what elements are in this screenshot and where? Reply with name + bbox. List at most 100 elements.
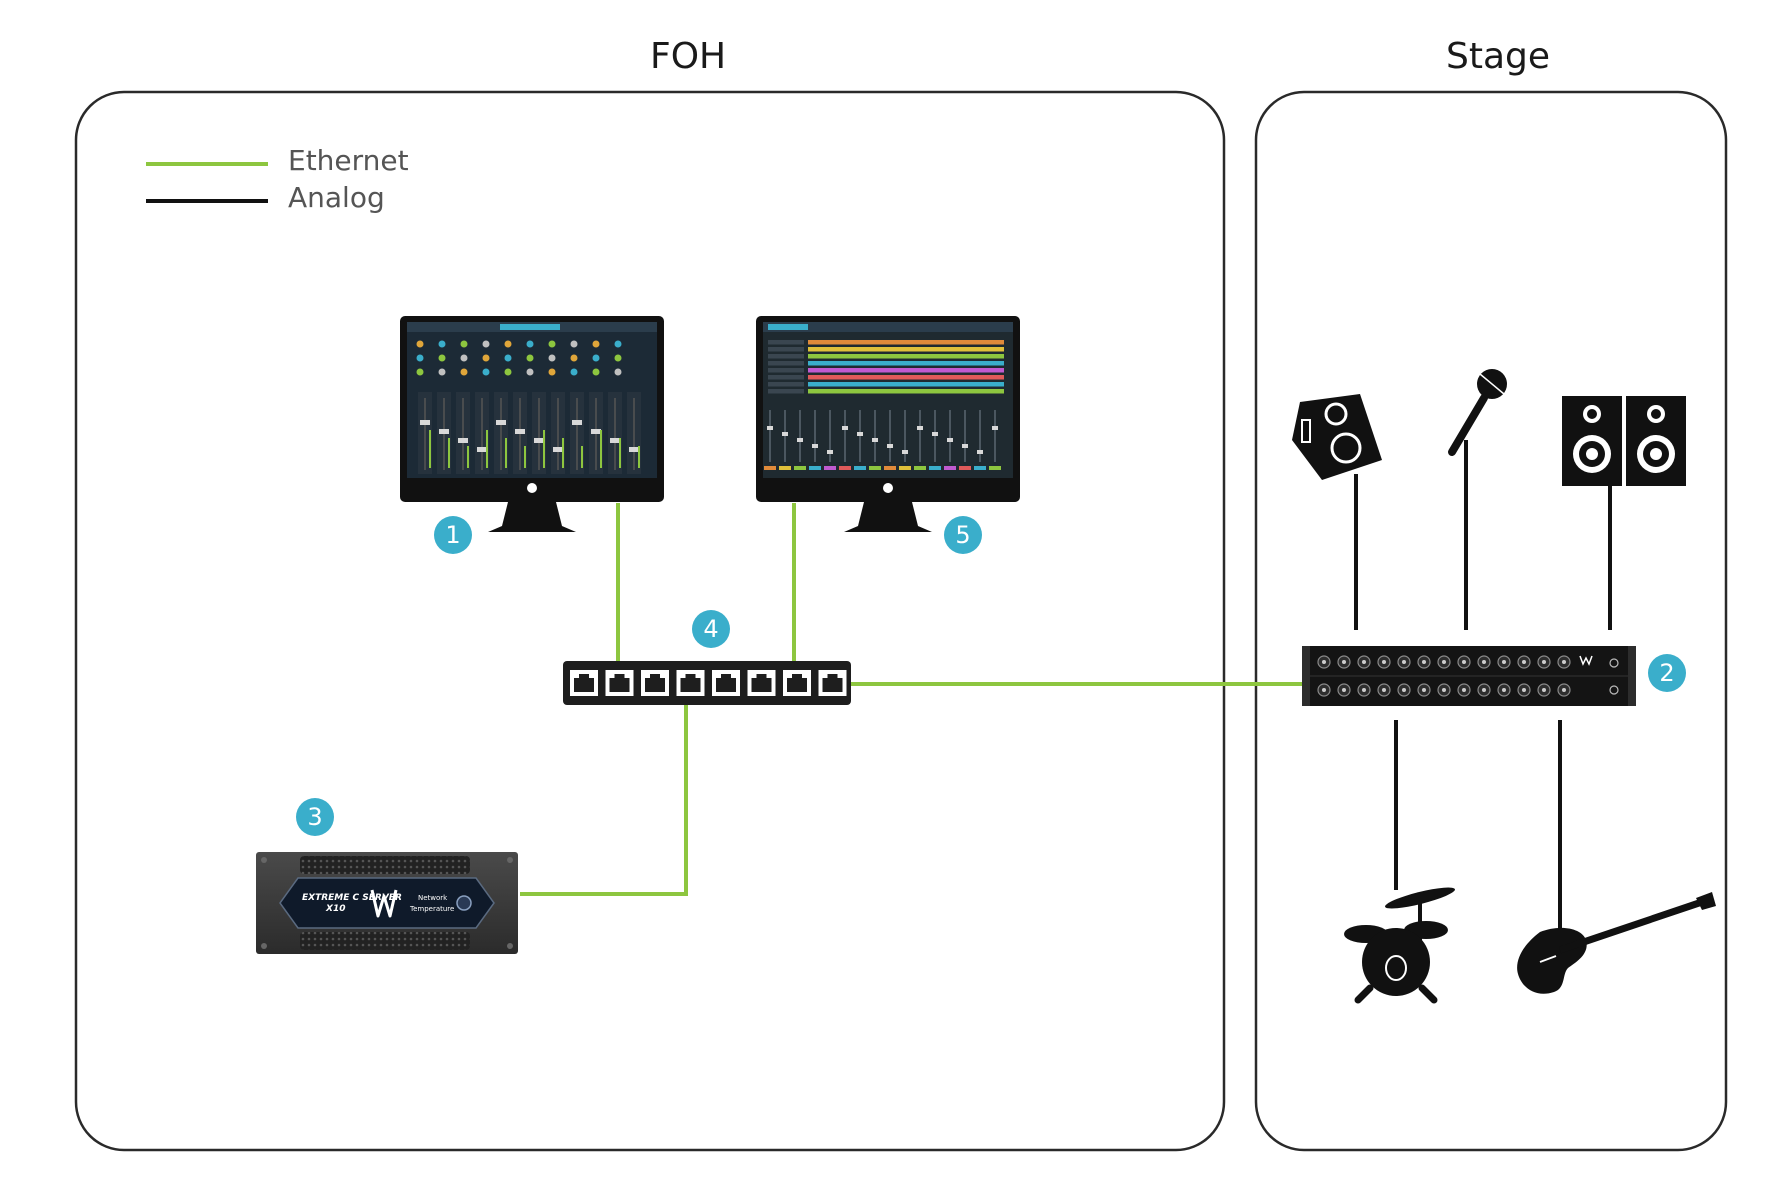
foh-section-title: FOH xyxy=(650,36,727,77)
fader-channel-icon xyxy=(475,392,489,474)
xlr-jack-icon xyxy=(1477,683,1491,697)
fader-channel-icon xyxy=(437,392,451,474)
mixer-knob-icon xyxy=(504,340,512,348)
stage-io-rack xyxy=(1302,646,1636,706)
mixer-knob-icon xyxy=(526,368,534,376)
fader-channel-icon xyxy=(608,392,622,474)
extreme-server xyxy=(256,852,518,954)
xlr-jack-icon xyxy=(1517,655,1531,669)
xlr-jack-icon xyxy=(1317,683,1331,697)
fader-channel-icon xyxy=(932,410,938,462)
xlr-jack-icon xyxy=(1337,683,1351,697)
pa-speakers-icon xyxy=(1562,396,1686,486)
track-region-icon xyxy=(808,354,1004,359)
server-network-label: Network xyxy=(418,894,448,902)
stage-frame xyxy=(1254,90,1728,1152)
track-header-icon xyxy=(768,354,804,359)
xlr-jack-icon xyxy=(1417,683,1431,697)
ethernet-port-icon xyxy=(676,670,705,696)
ethernet-port-icon xyxy=(747,670,776,696)
fader-channel-icon xyxy=(589,392,603,474)
mixer-knob-icon xyxy=(482,340,490,348)
fader-channel-icon xyxy=(418,392,432,474)
fader-channel-icon xyxy=(532,392,546,474)
mixer-knob-icon xyxy=(570,368,578,376)
badge-mixer-display: 1 xyxy=(434,516,472,554)
mixer-knob-icon xyxy=(460,368,468,376)
xlr-jack-icon xyxy=(1397,683,1411,697)
track-header-icon xyxy=(768,382,804,387)
fader-channel-icon xyxy=(570,392,584,474)
fader-channel-icon xyxy=(977,410,983,462)
mixer-knob-icon xyxy=(614,340,622,348)
foh-frame xyxy=(74,90,1226,1152)
fader-channel-icon xyxy=(947,410,953,462)
mixer-knob-icon xyxy=(570,354,578,362)
xlr-jack-icon xyxy=(1437,683,1451,697)
fader-channel-icon xyxy=(872,410,878,462)
badge-switch: 4 xyxy=(692,610,730,648)
mixer-knob-icon xyxy=(504,354,512,362)
electric-guitar-icon xyxy=(1517,892,1716,994)
stage-section-title: Stage xyxy=(1446,36,1551,77)
mixer-knob-icon xyxy=(482,354,490,362)
track-region-icon xyxy=(808,389,1004,394)
xlr-jack-icon xyxy=(1497,683,1511,697)
badge-stage-io: 2 xyxy=(1648,654,1686,692)
xlr-jack-icon xyxy=(1437,655,1451,669)
fader-channel-icon xyxy=(782,410,788,462)
mixer-knob-icon xyxy=(592,368,600,376)
mixer-knob-rows xyxy=(416,340,622,376)
fader-channel-icon xyxy=(917,410,923,462)
badge-recording-display: 5 xyxy=(944,516,982,554)
fader-channel-icon xyxy=(992,410,998,462)
fader-channel-icon xyxy=(812,410,818,462)
network-switch xyxy=(563,661,851,705)
mixer-knob-icon xyxy=(548,368,556,376)
xlr-jack-icon xyxy=(1537,655,1551,669)
track-region-icon xyxy=(808,382,1004,387)
mixer-knob-icon xyxy=(614,354,622,362)
badge-server: 3 xyxy=(296,798,334,836)
mixer-knob-icon xyxy=(592,340,600,348)
track-region-icon xyxy=(808,375,1004,380)
fader-channel-icon xyxy=(767,410,773,462)
recording-display xyxy=(756,316,1020,532)
mixer-display xyxy=(400,316,664,532)
xlr-jack-icon xyxy=(1357,655,1371,669)
mixer-knob-icon xyxy=(416,354,424,362)
track-header-icon xyxy=(768,389,804,394)
fader-channel-icon xyxy=(887,410,893,462)
mixer-fader-bank xyxy=(418,392,641,474)
xlr-jack-icon xyxy=(1417,655,1431,669)
ethernet-port-icon xyxy=(570,670,598,696)
mixer-knob-icon xyxy=(592,354,600,362)
fader-channel-icon xyxy=(827,410,833,462)
ethernet-link-switch-to-server xyxy=(520,704,688,896)
drum-kit-icon xyxy=(1344,887,1455,1004)
monitor-wedge-icon xyxy=(1292,394,1382,480)
mixer-knob-icon xyxy=(438,340,446,348)
fader-channel-icon xyxy=(842,410,848,462)
mixer-knob-icon xyxy=(416,368,424,376)
ethernet-port-icon xyxy=(783,670,811,696)
xlr-jack-icon xyxy=(1317,655,1331,669)
microphone-icon xyxy=(1448,369,1507,456)
track-region-icon xyxy=(808,347,1004,352)
mixer-knob-icon xyxy=(570,340,578,348)
xlr-jack-icon xyxy=(1557,683,1571,697)
xlr-jack-icon xyxy=(1497,655,1511,669)
xlr-jack-icon xyxy=(1557,655,1571,669)
fader-channel-icon xyxy=(857,410,863,462)
server-temperature-label: Temperature xyxy=(410,905,455,913)
fader-channel-icon xyxy=(513,392,527,474)
fader-channel-icon xyxy=(494,392,508,474)
fader-channel-icon xyxy=(902,410,908,462)
mixer-knob-icon xyxy=(526,354,534,362)
legend-label-ethernet: Ethernet xyxy=(288,144,409,177)
fader-channel-icon xyxy=(627,392,641,474)
ethernet-port-icon xyxy=(641,670,669,696)
mixer-knob-icon xyxy=(460,340,468,348)
fader-channel-icon xyxy=(962,410,968,462)
channel-color-bar xyxy=(764,466,1001,470)
